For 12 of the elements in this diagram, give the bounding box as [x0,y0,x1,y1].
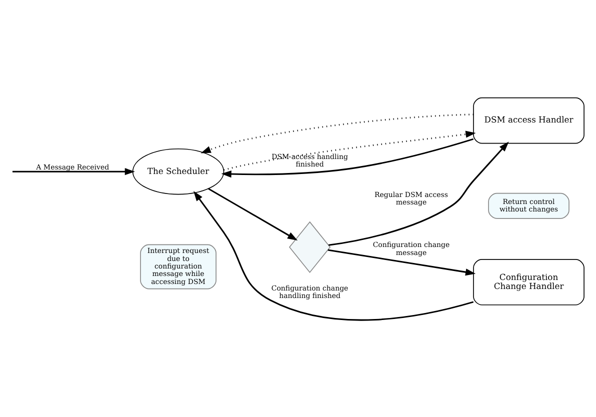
arrow [193,190,474,320]
node-diamond [288,220,331,273]
arrow [328,141,509,246]
arrow [12,168,135,175]
arrow [200,113,474,153]
node-ellipse: The Scheduler [132,148,224,194]
arrow [221,138,474,178]
arrow [328,248,476,276]
node-box: DSM access Handler [473,96,584,144]
node-box: Configuration Change Handler [473,258,584,305]
arrow [224,130,476,170]
arrow [208,188,298,240]
